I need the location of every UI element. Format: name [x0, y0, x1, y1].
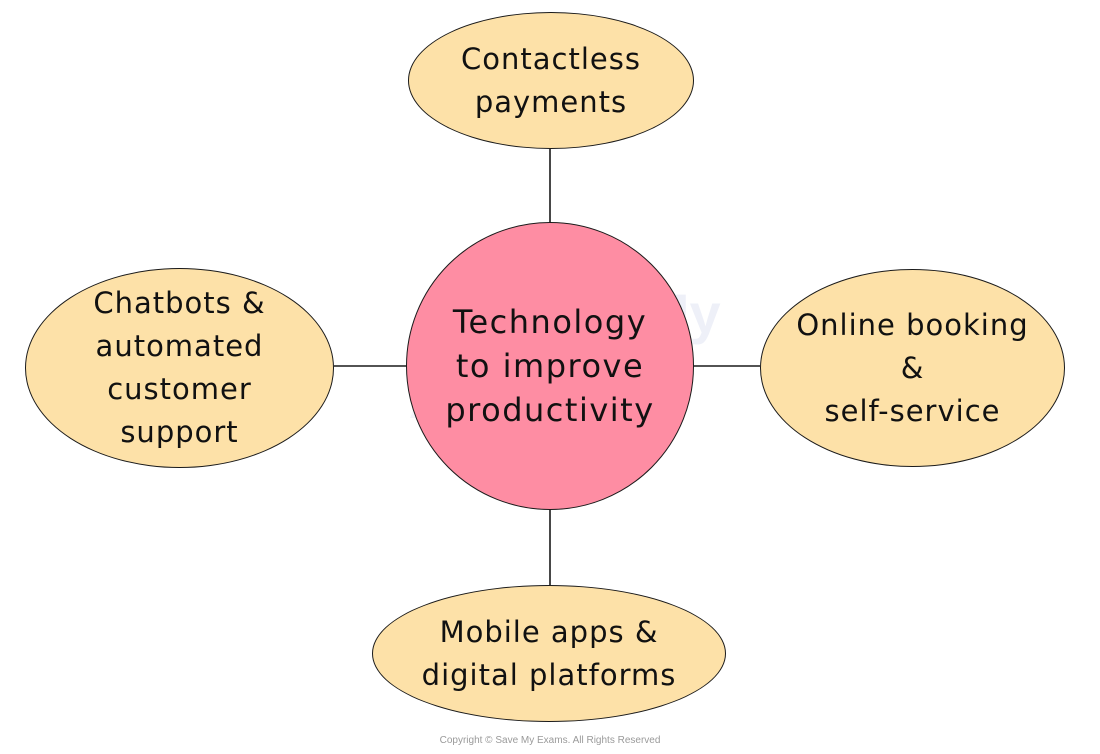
central-topic-line: productivity — [445, 391, 655, 429]
central-topic-line: Technology — [452, 303, 648, 341]
branch-label-line: digital platforms — [421, 657, 677, 692]
branch-label-line: Contactless — [461, 41, 641, 76]
branch-label-line: self-service — [824, 393, 1001, 428]
branch-label-line: support — [120, 415, 239, 449]
central-topic-line: to improve — [455, 347, 645, 385]
central-topic: Technology to improve productivity — [406, 222, 694, 510]
branch-label-line: Online booking — [796, 307, 1029, 342]
branch-label-line: payments — [474, 84, 628, 119]
branch-chatbots-support: Chatbots & automated customer support — [25, 268, 334, 468]
branch-label-line: automated — [95, 329, 264, 363]
branch-label-line: Chatbots & — [93, 286, 266, 320]
branch-online-booking: Online booking & self-service — [760, 269, 1065, 467]
branch-label-line: customer — [107, 372, 252, 406]
branch-label-line: Mobile apps & — [439, 614, 659, 649]
copyright-notice: Copyright © Save My Exams. All Rights Re… — [439, 735, 661, 746]
branch-contactless-payments: Contactless payments — [408, 12, 694, 149]
branch-label-line: & — [900, 350, 925, 385]
branch-mobile-apps: Mobile apps & digital platforms — [372, 585, 726, 722]
